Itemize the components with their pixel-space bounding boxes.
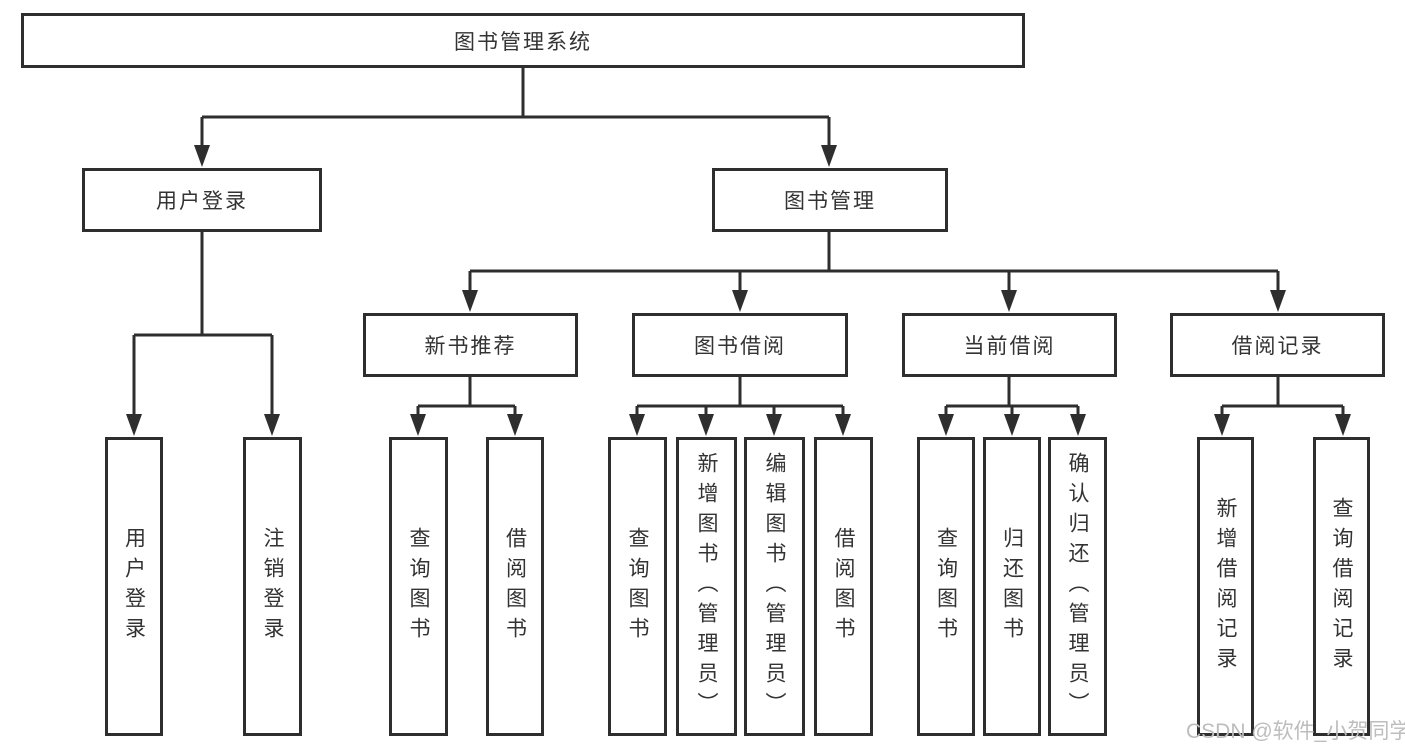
node-new-book-recommendation: 新书推荐: [363, 313, 578, 377]
leaf-search-borrow-record: 查询借阅记录: [1313, 437, 1370, 736]
leaf-label: 新增图书（管理员）: [695, 451, 718, 722]
node-label: 图书借阅: [694, 335, 786, 358]
leaf-search-book-recommend: 查询图书: [389, 437, 448, 736]
leaf-label: 注销登录: [261, 526, 284, 647]
csdn-watermark: CSDN @软件_小贺同学: [1186, 720, 1405, 743]
leaf-label: 用户登录: [122, 526, 146, 647]
leaf-edit-book-admin: 编辑图书（管理员）: [744, 437, 805, 736]
leaf-search-book-borrowing: 查询图书: [608, 437, 667, 736]
leaf-label: 借阅图书: [503, 526, 527, 647]
leaf-add-book-admin: 新增图书（管理员）: [676, 437, 737, 736]
leaf-label: 查询图书: [626, 526, 649, 647]
node-book-management: 图书管理: [712, 168, 948, 232]
leaf-confirm-return-admin: 确认归还（管理员）: [1048, 437, 1107, 736]
node-label: 图书管理: [784, 190, 876, 213]
node-label: 用户登录: [156, 190, 248, 213]
leaf-borrow-book: 借阅图书: [814, 437, 873, 736]
node-label: 借阅记录: [1231, 335, 1324, 358]
node-library-management-system: 图书管理系统: [21, 13, 1025, 68]
arrowheads: [126, 145, 1351, 436]
node-label: 新书推荐: [424, 335, 517, 358]
leaf-label: 确认归还（管理员）: [1066, 451, 1089, 722]
leaf-label: 查询图书: [934, 526, 958, 647]
node-borrowing-records: 借阅记录: [1170, 313, 1385, 377]
node-book-borrowing: 图书借阅: [632, 313, 848, 377]
leaf-add-borrow-record: 新增借阅记录: [1197, 437, 1254, 736]
node-label: 当前借阅: [963, 335, 1056, 358]
leaf-return-book: 归还图书: [983, 437, 1041, 736]
node-label: 图书管理系统: [454, 30, 592, 54]
leaf-label: 新增借阅记录: [1214, 496, 1237, 677]
node-current-borrowing: 当前借阅: [902, 313, 1117, 377]
node-user-login: 用户登录: [82, 168, 322, 232]
leaf-label: 借阅图书: [832, 526, 855, 647]
leaf-user-login: 用户登录: [105, 437, 163, 736]
leaf-label: 查询图书: [407, 526, 430, 647]
leaf-label: 归还图书: [1000, 526, 1024, 647]
leaf-search-book-current: 查询图书: [917, 437, 975, 736]
leaf-label: 编辑图书（管理员）: [763, 451, 786, 722]
leaf-label: 查询借阅记录: [1330, 496, 1353, 677]
leaf-borrow-book-recommend: 借阅图书: [486, 437, 544, 736]
leaf-logout: 注销登录: [243, 437, 302, 736]
